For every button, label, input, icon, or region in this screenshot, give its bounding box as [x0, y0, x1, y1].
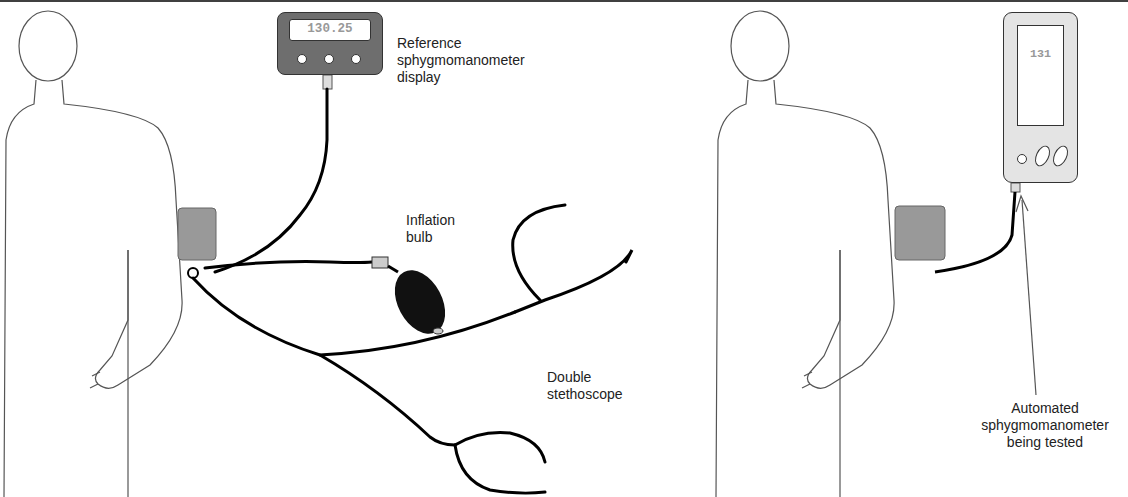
top-rule — [0, 0, 1128, 2]
button — [351, 54, 361, 64]
readout: 131 — [1018, 46, 1063, 62]
button — [1017, 154, 1027, 164]
chest-piece — [188, 268, 198, 278]
button — [324, 54, 334, 64]
automated-display: 131 — [1003, 12, 1078, 183]
cable — [935, 192, 1015, 272]
button — [1050, 143, 1071, 168]
part-label: Inflation bulb — [406, 212, 476, 246]
readout: 130.25 — [290, 20, 370, 39]
valve — [372, 257, 388, 268]
part-label: Automated sphygmomanometer being tested — [975, 400, 1115, 451]
button — [297, 54, 307, 64]
part-label: Reference sphygmomanometer display — [397, 35, 527, 86]
arrow-head — [1016, 196, 1028, 212]
connector-stub — [1011, 183, 1020, 192]
inflation-bulb — [385, 262, 456, 343]
screen: 130.25 — [289, 19, 371, 41]
cuff — [895, 206, 945, 260]
part-label: Double stethoscope — [547, 369, 637, 403]
reference-display: 130.25 — [277, 12, 383, 75]
bulb-valve — [433, 328, 443, 334]
cuff — [178, 208, 216, 260]
bulb-neck — [388, 266, 398, 272]
leader-arrow — [1022, 200, 1036, 395]
screen: 131 — [1017, 25, 1064, 126]
button — [1032, 143, 1053, 168]
person-outline — [4, 11, 182, 497]
tubes — [193, 89, 632, 493]
connector-stub — [323, 75, 332, 89]
